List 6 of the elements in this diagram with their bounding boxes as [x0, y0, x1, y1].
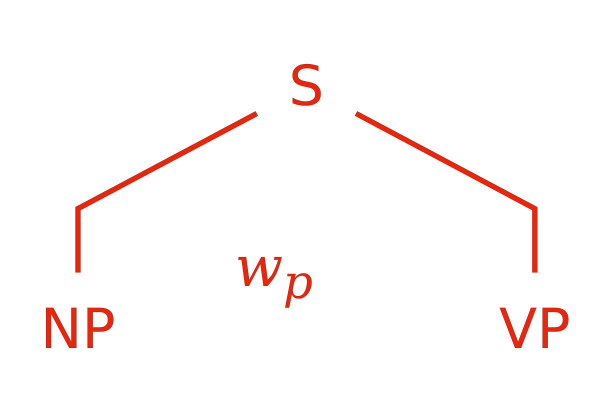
- node-text: S: [288, 56, 324, 120]
- connector: [354, 112, 538, 273]
- node-text: NP: [40, 298, 116, 362]
- node-text: VP: [499, 298, 570, 362]
- weight-symbol: w$_{p}$: [235, 235, 313, 310]
- connector: [75, 112, 258, 273]
